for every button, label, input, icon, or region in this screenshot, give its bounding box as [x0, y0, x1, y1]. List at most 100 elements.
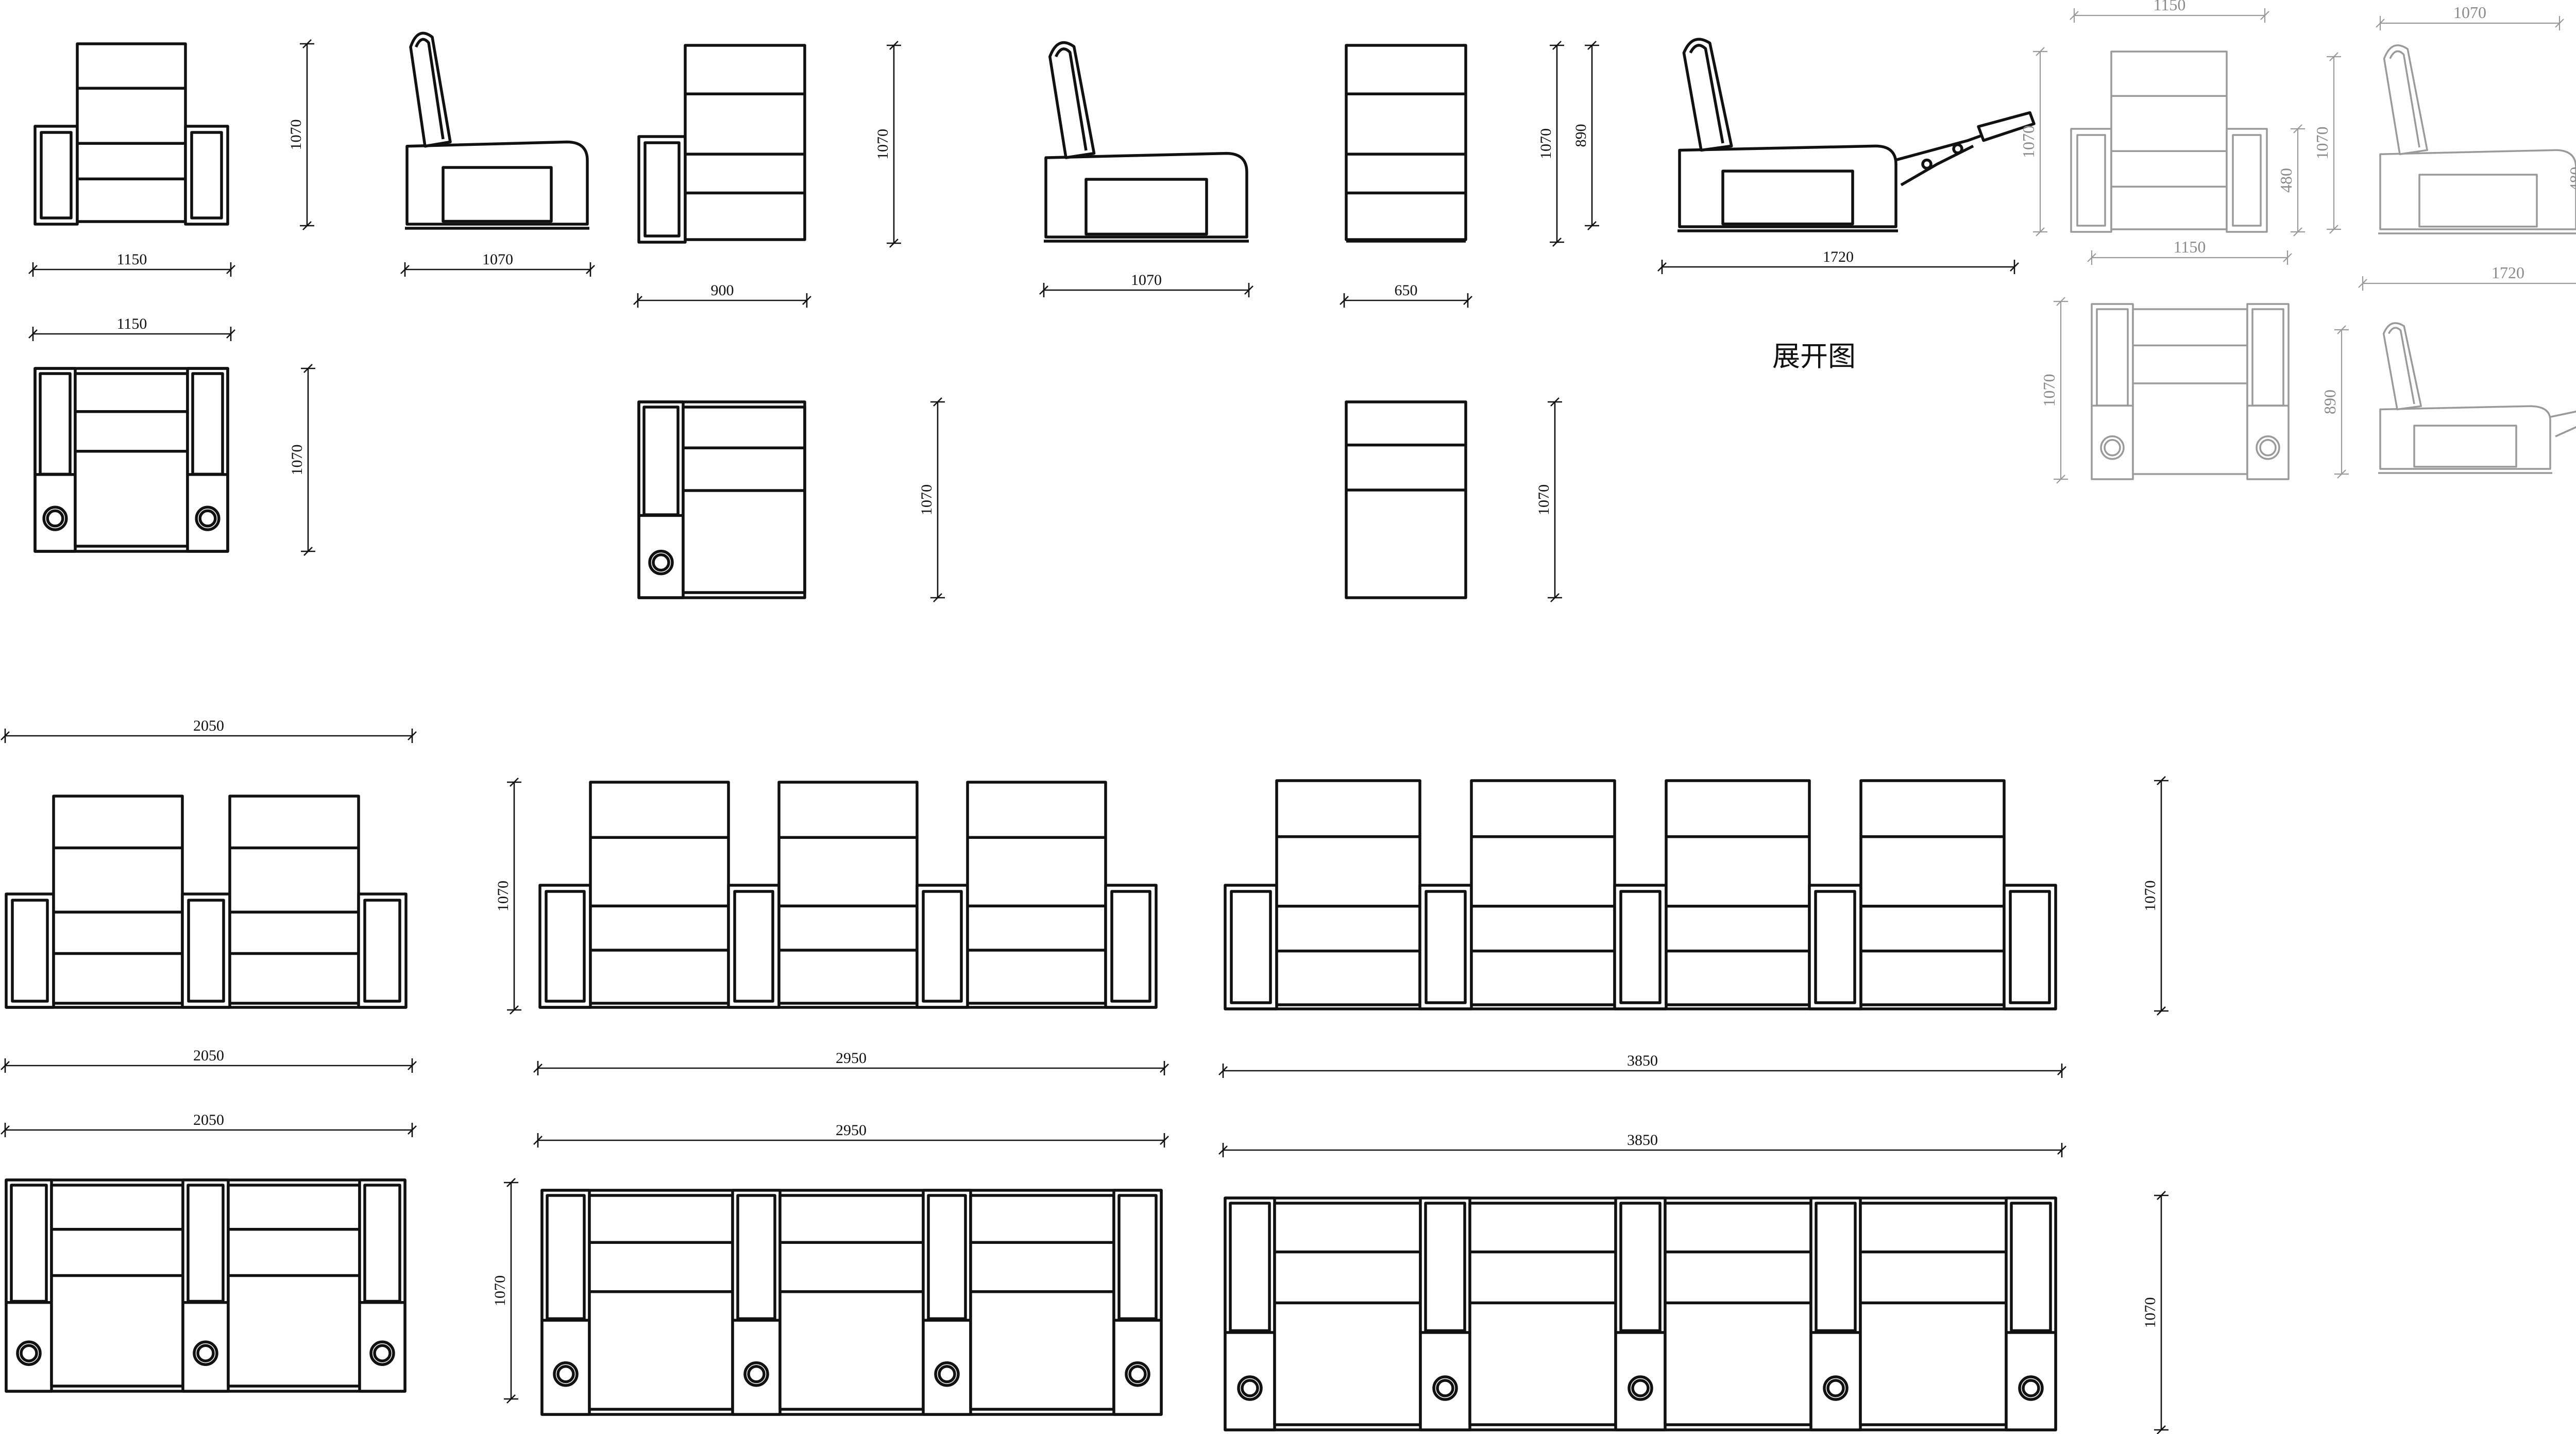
dimension-tick — [506, 1178, 516, 1187]
recliner-side-view — [2378, 322, 2576, 474]
recliner-body — [2379, 149, 2576, 230]
recliner-side-panel — [2418, 174, 2538, 228]
seat-plan-outline — [1859, 1202, 2008, 1426]
footrest-linkage — [2555, 426, 2576, 437]
seat-back — [777, 781, 919, 1005]
dimension-tick — [2337, 469, 2346, 479]
dimension-label: 3850 — [1627, 1132, 1658, 1149]
dimension-tick — [2358, 279, 2367, 288]
armrest-plan-view — [1419, 1196, 1471, 1431]
dimension-label: 1070 — [1131, 272, 1162, 289]
cupholder-inner — [747, 1364, 766, 1384]
armrest-plan-view — [731, 1189, 782, 1416]
seat-plan-outline — [588, 1194, 734, 1411]
dimension-tick — [2293, 227, 2302, 237]
dimension-tick — [533, 1064, 543, 1073]
seat-back — [1470, 779, 1616, 1006]
armrest-zigzag-pattern — [1815, 1202, 1857, 1332]
dimension-tick — [1244, 285, 1253, 295]
cupholder-inner — [1241, 1379, 1259, 1397]
dimension-vertical: 480 — [2277, 124, 2305, 237]
armrest-zigzag-pattern — [1814, 890, 1856, 1004]
dimension-tick — [510, 778, 519, 787]
seat-front-view — [589, 781, 730, 1005]
dimension-vertical: 1070 — [2040, 297, 2068, 484]
dimension-vertical: 1070 — [495, 778, 521, 1015]
dimension-label: 1070 — [2142, 1297, 2159, 1328]
cupholder-inner — [938, 1364, 956, 1384]
dimension-tick — [2057, 1145, 2066, 1155]
dimension-vertical: 890 — [2320, 325, 2349, 479]
dimension-tick — [1218, 1145, 1228, 1155]
armrest-zigzag-pattern — [1110, 890, 1151, 1003]
armrest-plan-view — [1112, 1189, 1163, 1416]
dimension-tick — [2329, 225, 2338, 234]
armrest-plan-view — [922, 1189, 972, 1416]
dimension-label: 1070 — [1537, 128, 1554, 159]
dimension-tick — [933, 397, 942, 407]
seat-front-view — [1859, 779, 2006, 1006]
dimension-horizontal: 3850 — [1218, 1132, 2066, 1157]
dimension-vertical: 1070 — [289, 364, 315, 556]
dimension-tick — [1587, 221, 1597, 230]
seat-plan-view — [1468, 1202, 1617, 1426]
seat-plan-view — [588, 1194, 734, 1411]
seat-front-view — [52, 795, 184, 1005]
armrest-outline — [357, 892, 408, 1009]
seat-front-view — [1470, 779, 1616, 1006]
dimension-tick — [2157, 1425, 2166, 1434]
seat-front-view — [966, 781, 1107, 1005]
dimension-label: 1070 — [2313, 127, 2331, 160]
dimension-label: 1150 — [2154, 0, 2186, 14]
armrest-outline — [1613, 884, 1668, 1010]
dimension-tick — [408, 1061, 417, 1070]
dimension-tick — [1160, 1064, 1169, 1073]
seat-plan-view — [682, 406, 806, 594]
dimension-vertical: 890 — [1572, 41, 1599, 230]
seat-front-view — [1665, 779, 1811, 1006]
dimension-horizontal: 1070 — [400, 251, 595, 277]
dimension-tick — [2036, 47, 2045, 56]
dimension-horizontal: 2950 — [533, 1050, 1169, 1075]
recliner-body — [1678, 144, 1897, 228]
dimension-tick — [2070, 11, 2079, 20]
armrest-zigzag-pattern — [40, 131, 73, 220]
armrest-zigzag-pattern — [1229, 1202, 1271, 1332]
dimension-tick — [303, 547, 313, 556]
dimension-label: 900 — [711, 282, 734, 299]
dimension-tick — [1550, 593, 1560, 602]
dimension-tick — [1587, 41, 1597, 50]
seat-plan-outline — [778, 1194, 925, 1411]
dimension-tick — [1657, 262, 1667, 272]
dimension-label: 1070 — [874, 129, 891, 160]
armrest-zigzag-pattern — [2076, 134, 2106, 227]
seat-back — [2110, 50, 2228, 230]
dimension-label: 480 — [2566, 167, 2576, 192]
dimension-tick — [1218, 1066, 1228, 1075]
dimension-label: 3850 — [1627, 1052, 1658, 1069]
seat-plan-outline — [74, 372, 189, 548]
dimension-vertical: 480 — [2566, 167, 2576, 192]
recliner-backrest-inner — [1055, 47, 1088, 151]
armrest-plan-view — [1809, 1196, 1862, 1431]
dimension-tick — [302, 39, 312, 48]
dimension-label: 2950 — [836, 1122, 867, 1139]
dimension-tick — [586, 265, 595, 274]
cupholder-inner — [2259, 439, 2277, 457]
armrest-zigzag-pattern — [643, 141, 681, 238]
dimension-label: 1070 — [289, 445, 306, 476]
armrest-zigzag-pattern — [2009, 890, 2051, 1004]
dimension-label: 1070 — [492, 1275, 509, 1306]
armrest-zigzag-pattern — [11, 899, 49, 1003]
seat-front-view — [228, 795, 360, 1005]
seat-plan-outline — [1664, 1202, 1812, 1426]
dimension-tick — [2157, 1191, 2166, 1200]
dimension-tick — [2056, 297, 2065, 306]
armrest-zigzag-pattern — [1230, 890, 1272, 1004]
dimension-label: 1070 — [482, 251, 513, 268]
recliner-side-view — [2378, 44, 2576, 234]
seat-plan-outline — [227, 1184, 361, 1388]
cupholder-inner — [2104, 439, 2121, 457]
dimension-tick — [226, 265, 235, 274]
